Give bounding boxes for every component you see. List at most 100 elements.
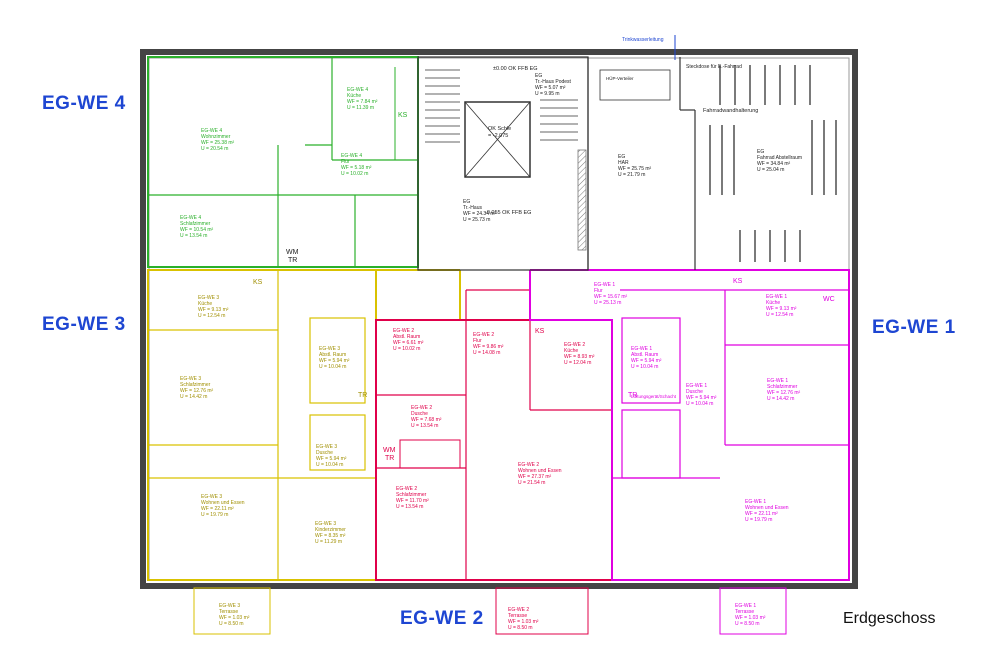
svg-text:EG-WE 4: EG-WE 4 xyxy=(341,153,362,159)
svg-text:Flur: Flur xyxy=(341,159,350,165)
svg-text:WF = 22.11 m²: WF = 22.11 m² xyxy=(745,511,778,517)
svg-text:WF = 9.13 m²: WF = 9.13 m² xyxy=(766,306,797,312)
svg-text:Flur: Flur xyxy=(594,288,603,294)
svg-text:Schlafzimmer: Schlafzimmer xyxy=(180,221,211,227)
svg-text:EG-WE 1: EG-WE 1 xyxy=(745,499,766,505)
svg-text:Wohnzimmer: Wohnzimmer xyxy=(201,134,231,140)
svg-text:WF = 22.11 m²: WF = 22.11 m² xyxy=(201,506,234,512)
unit-we1-boundary xyxy=(529,269,850,581)
svg-text:WF = 25.75 m²: WF = 25.75 m² xyxy=(618,166,652,172)
svg-text:Flur: Flur xyxy=(473,338,482,344)
svg-text:U = 25.13 m: U = 25.13 m xyxy=(594,300,621,306)
svg-text:EG-WE 3: EG-WE 3 xyxy=(319,346,340,352)
svg-text:WF = 34.84 m²: WF = 34.84 m² xyxy=(757,161,791,167)
svg-text:U = 21.54 m: U = 21.54 m xyxy=(518,480,545,486)
svg-text:EG-WE 1: EG-WE 1 xyxy=(735,603,756,609)
hup-verteiler-note: HÜP-Verteiler xyxy=(606,75,634,81)
svg-text:EG-WE 1: EG-WE 1 xyxy=(686,383,707,389)
svg-text:WF = 7.68 m²: WF = 7.68 m² xyxy=(411,417,442,423)
svg-text:U = 25.73 m: U = 25.73 m xyxy=(463,217,490,223)
svg-text:EG-WE 2: EG-WE 2 xyxy=(473,332,494,338)
svg-text:U = 19.79 m: U = 19.79 m xyxy=(745,517,772,523)
svg-text:U = 8.50 m: U = 8.50 m xyxy=(219,621,244,627)
svg-text:U = 8.50 m: U = 8.50 m xyxy=(508,625,533,631)
svg-text:U = 14.42 m: U = 14.42 m xyxy=(180,394,207,400)
unit-label-we4: EG-WE 4 xyxy=(42,93,126,114)
ks-label-we4: KS xyxy=(398,112,408,119)
lueftung-note: Lüftungsgerät/Schacht xyxy=(631,394,677,399)
svg-text:EG-WE 4: EG-WE 4 xyxy=(347,87,368,93)
svg-text:EG-WE 3: EG-WE 3 xyxy=(201,494,222,500)
svg-text:Terrasse: Terrasse xyxy=(508,613,527,619)
svg-text:WF = 25.38 m²: WF = 25.38 m² xyxy=(201,140,235,146)
svg-text:WF = 1.03 m²: WF = 1.03 m² xyxy=(508,619,539,625)
svg-text:EG-WE 4: EG-WE 4 xyxy=(201,128,222,134)
svg-text:Wohnen und Essen: Wohnen und Essen xyxy=(518,468,562,474)
svg-text:U = 10.04 m: U = 10.04 m xyxy=(319,364,346,370)
unit-label-we3: EG-WE 3 xyxy=(42,314,126,335)
stair-core xyxy=(417,56,696,271)
svg-text:EG-WE 1: EG-WE 1 xyxy=(767,378,788,384)
svg-text:U = 13.54 m: U = 13.54 m xyxy=(396,504,423,510)
unit-label-we2: EG-WE 2 xyxy=(400,608,484,629)
svg-text:Wohnen und Essen: Wohnen und Essen xyxy=(745,505,789,511)
svg-text:EG: EG xyxy=(757,149,764,155)
ok-schle-value: = -2.075 xyxy=(488,133,508,139)
svg-text:EG-WE 2: EG-WE 2 xyxy=(393,328,414,334)
svg-text:Dusche: Dusche xyxy=(316,450,333,456)
svg-text:U = 14.08 m: U = 14.08 m xyxy=(473,350,500,356)
svg-text:EG-WE 1: EG-WE 1 xyxy=(631,346,652,352)
svg-text:WF = 24.34 m²: WF = 24.34 m² xyxy=(463,211,497,217)
ks-label-we3: KS xyxy=(253,279,263,286)
wc-label-we1: WC xyxy=(823,296,835,303)
svg-text:Fahrrad Abstellraum: Fahrrad Abstellraum xyxy=(757,155,802,161)
wm-label-we2: WM xyxy=(383,447,396,454)
svg-text:Schlafzimmer: Schlafzimmer xyxy=(767,384,798,390)
svg-text:WF = 5.94 m²: WF = 5.94 m² xyxy=(316,456,347,462)
svg-text:Tr.-Haus: Tr.-Haus xyxy=(463,205,482,211)
svg-text:U = 19.79 m: U = 19.79 m xyxy=(201,512,228,518)
unit-label-we1: EG-WE 1 xyxy=(872,317,956,338)
svg-text:WF = 5.94 m²: WF = 5.94 m² xyxy=(319,358,350,364)
ok-schle-note: OK Schle xyxy=(488,126,511,132)
svg-text:Küche: Küche xyxy=(198,301,212,307)
svg-text:Schlafzimmer: Schlafzimmer xyxy=(180,382,211,388)
svg-text:EG: EG xyxy=(535,73,542,79)
steckdose-note: Steckdose für E.-Fahrrad xyxy=(686,64,742,70)
svg-text:EG-WE 3: EG-WE 3 xyxy=(219,603,240,609)
svg-text:U = 25.04 m: U = 25.04 m xyxy=(757,167,784,173)
svg-text:WF = 6.61 m²: WF = 6.61 m² xyxy=(393,340,424,346)
svg-text:EG-WE 2: EG-WE 2 xyxy=(396,486,417,492)
svg-text:Terrasse: Terrasse xyxy=(735,609,754,615)
svg-text:Dusche: Dusche xyxy=(411,411,428,417)
svg-text:U = 13.54 m: U = 13.54 m xyxy=(411,423,438,429)
terraces xyxy=(193,587,787,635)
svg-text:U = 10.04 m: U = 10.04 m xyxy=(316,462,343,468)
svg-text:WF = 5.18 m²: WF = 5.18 m² xyxy=(341,165,372,171)
svg-text:Schlafzimmer: Schlafzimmer xyxy=(396,492,427,498)
tr-label-we1: TR xyxy=(628,392,637,399)
svg-text:WF = 11.70 m²: WF = 11.70 m² xyxy=(396,498,429,504)
svg-text:EG-WE 2: EG-WE 2 xyxy=(411,405,432,411)
svg-text:U = 8.50 m: U = 8.50 m xyxy=(735,621,760,627)
svg-text:WF = 27.37 m²: WF = 27.37 m² xyxy=(518,474,552,480)
svg-text:WF = 5.94 m²: WF = 5.94 m² xyxy=(686,395,717,401)
